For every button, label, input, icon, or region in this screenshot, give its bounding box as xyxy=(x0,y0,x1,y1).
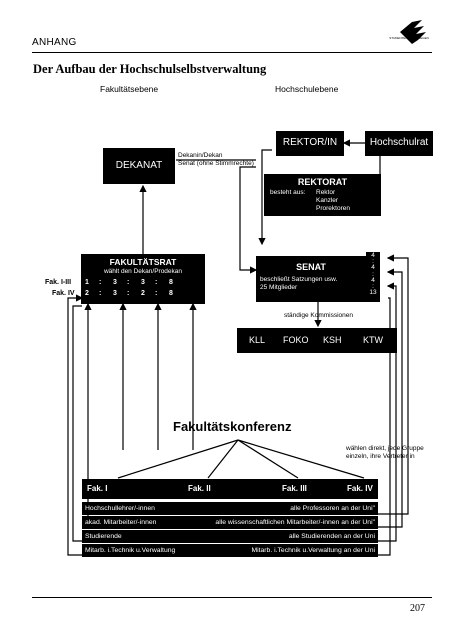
member-group: Studierende xyxy=(85,533,122,540)
member-representation: alle Studierenden an der Uni xyxy=(288,533,375,540)
footer-rule xyxy=(32,597,432,598)
fak-row-value: 2 xyxy=(85,290,89,297)
fakultaetsrat-label: FAKULTÄTSRAT xyxy=(109,257,177,267)
rektorat-members: Rektor Kanzler Prorektoren xyxy=(316,189,350,213)
fak-row-value: 3 xyxy=(141,279,145,286)
commission-foko: FOKO xyxy=(283,335,309,345)
senat-sub-1: beschließt Satzungen usw. xyxy=(260,276,338,283)
fak-row-1-label: Fak. I-III xyxy=(45,279,72,286)
university-logo-icon xyxy=(400,20,426,44)
fak-row-value: : xyxy=(127,290,130,297)
member-group: akad. Mitarbeiter/-innen xyxy=(85,519,157,526)
member-row: Hochschullehrer/-innen alle Professoren … xyxy=(82,502,378,515)
konferenz-note-line-2: einzeln, ihre Vertreter in xyxy=(346,453,415,460)
rektorat-member: Rektor xyxy=(316,189,336,196)
member-row: Studierende alle Studierenden an der Uni xyxy=(82,530,378,543)
commissions-box: KLL FOKO KSH KTW xyxy=(237,328,397,353)
faculty-2: Fak. II xyxy=(188,484,211,493)
konferenz-title: Fakultätskonferenz xyxy=(173,419,292,434)
rektorat-consists: besteht aus: xyxy=(270,189,306,196)
faculty-header-bar: Fak. I Fak. II Fak. III Fak. IV xyxy=(82,479,378,499)
level-label-university: Hochschulebene xyxy=(275,84,339,94)
fak-row-value: 8 xyxy=(169,290,173,297)
rektor-label: REKTOR/IN xyxy=(282,137,338,148)
fakultaetsrat-box: FAKULTÄTSRAT wählt den Dekan/Prodekan 1:… xyxy=(81,254,205,304)
senat-counts: 4 : 4 : 4 : 13 xyxy=(366,252,380,302)
member-representation: alle wissenschaftlichen Mitarbeiter/-inn… xyxy=(215,519,375,526)
senat-count: 13 xyxy=(369,289,377,297)
senat-box: SENAT beschließt Satzungen usw. 25 Mitgl… xyxy=(256,256,366,302)
rektorat-label: REKTORAT xyxy=(297,177,348,187)
commission-ktw: KTW xyxy=(363,335,383,345)
dekanat-note-line-1: Dekanin/Dekan xyxy=(178,152,223,159)
fak-row-value: : xyxy=(99,290,102,297)
faculty-4: Fak. IV xyxy=(347,484,373,493)
fak-row-value: 3 xyxy=(113,279,117,286)
commission-ksh: KSH xyxy=(323,335,342,345)
fak-row-value: : xyxy=(155,290,158,297)
senat-count: : xyxy=(372,283,374,291)
senat-sub-2: 25 Mitglieder xyxy=(260,284,298,291)
header-rule xyxy=(32,52,432,53)
fak-row-value: : xyxy=(127,279,130,286)
senat-count: 4 xyxy=(371,264,375,272)
fak-row-1-values: 1: 3: 3: 8 xyxy=(85,279,183,286)
dekanat-label: DEKANAT xyxy=(115,160,163,171)
fak-row-value: 3 xyxy=(113,290,117,297)
fakultaetsrat-sub: wählt den Dekan/Prodekan xyxy=(103,268,183,275)
kommissionen-label: ständige Kommissionen xyxy=(284,312,354,319)
hochschulrat-box: Hochschulrat xyxy=(365,131,433,156)
rektor-box: REKTOR/IN xyxy=(276,131,344,156)
logo-text: STUDENTENWERK SIEGEN xyxy=(389,36,429,40)
fak-row-value: : xyxy=(99,279,102,286)
rektorat-member: Kanzler xyxy=(316,197,339,204)
fak-row-value: : xyxy=(155,279,158,286)
senat-count: 4 xyxy=(371,252,375,259)
fak-row-2-label: Fak. IV xyxy=(52,290,75,297)
fak-row-value: 2 xyxy=(141,290,145,297)
member-group: Mitarb. i.Technik u.Verwaltung xyxy=(85,547,176,554)
senat-count: : xyxy=(372,270,374,278)
fak-row-value: 1 xyxy=(85,279,89,286)
dekanat-note-line-2: Senat (ohne Stimmrechte) xyxy=(178,160,254,167)
faculty-1: Fak. I xyxy=(87,484,108,493)
member-representation: Mitarb. i.Technik u.Verwaltung an der Un… xyxy=(251,547,375,554)
konferenz-note-line-1: wählen direkt, jede Gruppe xyxy=(346,445,424,452)
senat-label: SENAT xyxy=(296,262,326,272)
page-title: Der Aufbau der Hochschulselbstverwaltung xyxy=(33,62,267,76)
member-group: Hochschullehrer/-innen xyxy=(85,505,155,512)
section-header: ANHANG xyxy=(32,37,77,48)
konferenz-note: wählen direkt, jede Gruppe einzeln, ihre… xyxy=(346,445,424,461)
faculty-3: Fak. III xyxy=(282,484,307,493)
fak-row-value: 8 xyxy=(169,279,173,286)
senat-count: 4 xyxy=(371,276,375,284)
page-number: 207 xyxy=(410,603,425,614)
senat-count: : xyxy=(372,258,374,266)
commission-kll: KLL xyxy=(249,335,266,345)
member-row: akad. Mitarbeiter/-innen alle wissenscha… xyxy=(82,516,378,529)
rektorat-box: REKTORAT besteht aus: Rektor Kanzler Pro… xyxy=(264,174,381,216)
hochschulrat-label: Hochschulrat xyxy=(369,137,429,148)
member-row: Mitarb. i.Technik u.Verwaltung Mitarb. i… xyxy=(82,544,378,557)
dekanat-box: DEKANAT xyxy=(103,148,175,184)
fak-row-2-values: 2: 3: 2: 8 xyxy=(85,290,183,297)
dekanat-note: Dekanin/Dekan Senat (ohne Stimmrechte) xyxy=(178,152,254,168)
level-label-faculty: Fakultätsebene xyxy=(100,84,159,94)
member-representation: alle Professoren an der Uni" xyxy=(290,505,375,512)
rektorat-member: Prorektoren xyxy=(316,205,350,212)
